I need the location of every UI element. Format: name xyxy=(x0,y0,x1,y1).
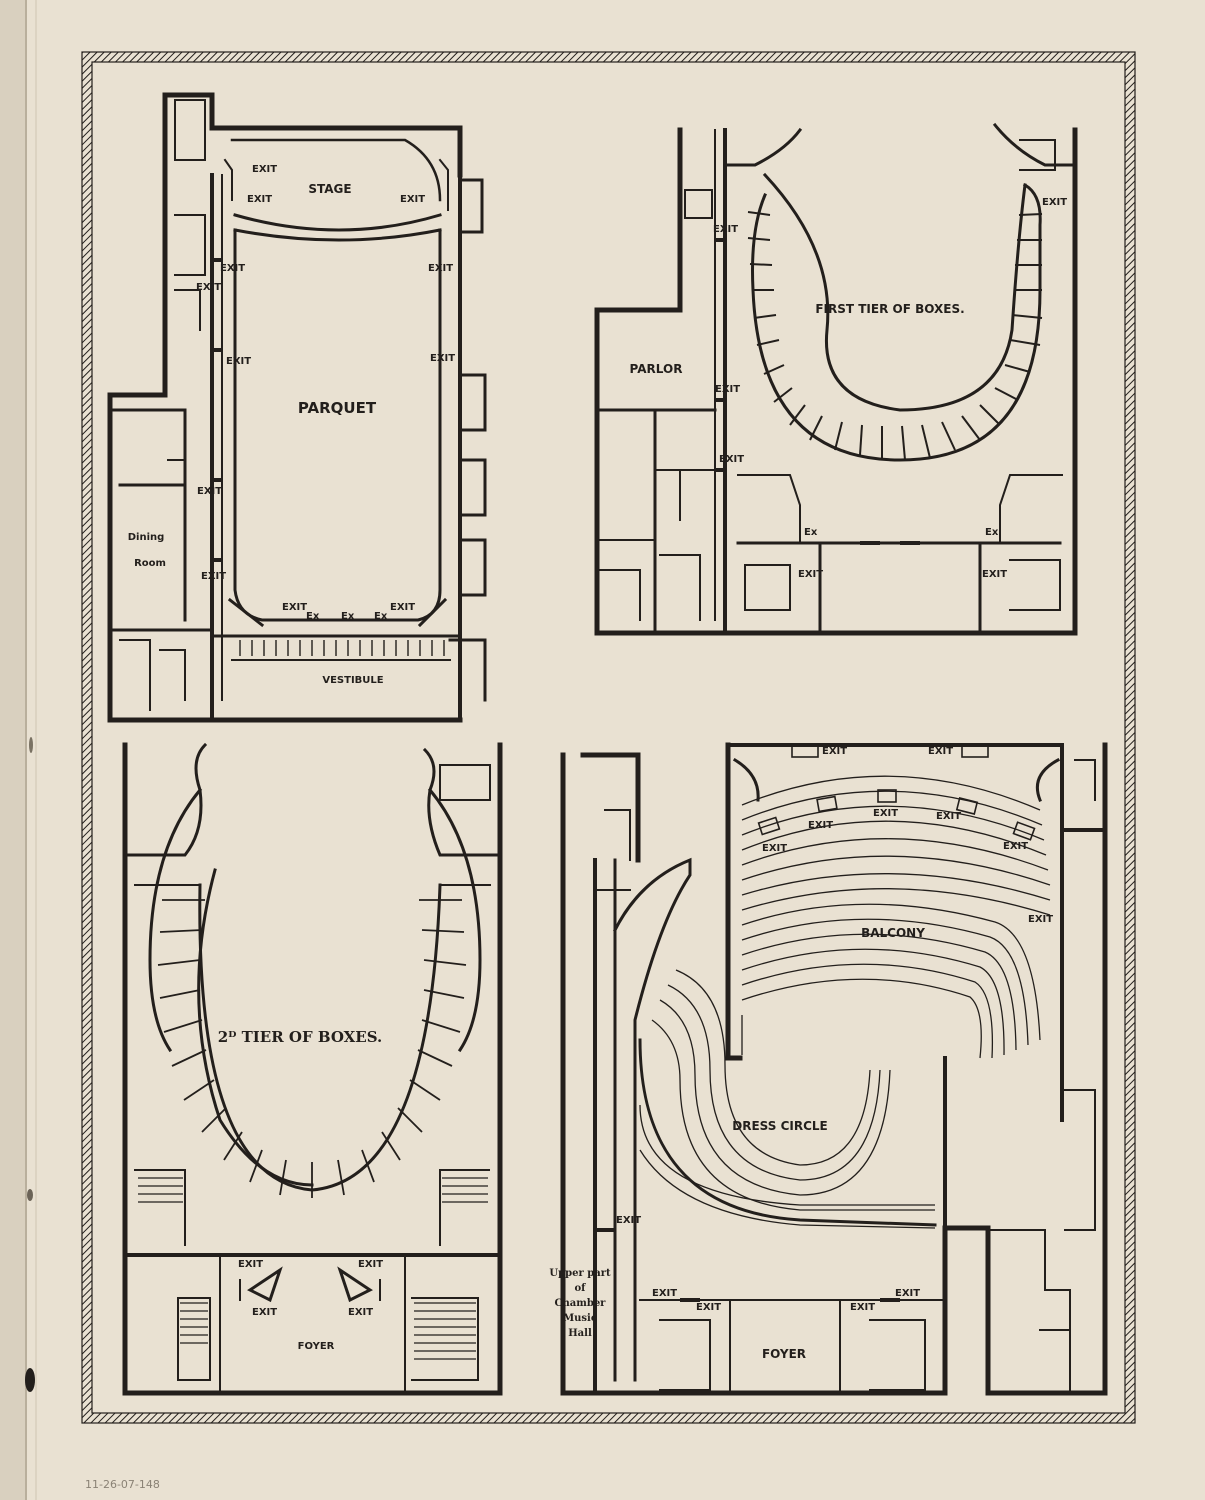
ex-label: Ex xyxy=(985,527,999,538)
ex-label: Ex xyxy=(374,611,388,622)
balcony-plan: BALCONY DRESS CIRCLE FOYER Upper part of… xyxy=(549,742,1108,1396)
exit-label: EXIT xyxy=(696,1302,721,1313)
dress-circle-label: DRESS CIRCLE xyxy=(732,1119,827,1133)
parlor-label: PARLOR xyxy=(630,362,683,376)
exit-label: EXIT xyxy=(1042,197,1067,208)
exit-label: EXIT xyxy=(719,454,744,465)
exit-label: EXIT xyxy=(247,194,272,205)
exit-label: EXIT xyxy=(936,811,961,822)
exit-label: EXIT xyxy=(197,486,222,497)
exit-label: EXIT xyxy=(1028,914,1053,925)
parquet-label: PARQUET xyxy=(298,399,377,417)
vestibule-label: VESTIBULE xyxy=(322,675,383,686)
chamber-label-line: Upper part xyxy=(549,1268,611,1279)
second-tier-title: 2ᴰ TIER OF BOXES. xyxy=(218,1028,382,1046)
exit-label: EXIT xyxy=(226,356,251,367)
exit-label: EXIT xyxy=(428,263,453,274)
first-tier-title: FIRST TIER OF BOXES. xyxy=(815,302,964,316)
decorative-border xyxy=(81,51,1136,1424)
chamber-label-line: Chamber xyxy=(555,1298,607,1309)
exit-label: EXIT xyxy=(616,1215,641,1226)
exit-label: EXIT xyxy=(850,1302,875,1313)
second-tier-plan: 2ᴰ TIER OF BOXES. FOYER EXIT EXIT EXIT E… xyxy=(122,742,503,1396)
archive-annotation: 11-26-07-148 xyxy=(85,1478,160,1491)
exit-label: EXIT xyxy=(652,1288,677,1299)
exit-label: EXIT xyxy=(348,1307,373,1318)
stage-label: STAGE xyxy=(308,182,351,196)
room-label: Room xyxy=(134,558,166,569)
exit-label: EXIT xyxy=(201,571,226,582)
exit-label: EXIT xyxy=(808,820,833,831)
dining-label: Dining xyxy=(128,532,165,543)
ex-label: Ex xyxy=(306,611,320,622)
exit-label: EXIT xyxy=(358,1259,383,1270)
exit-label: EXIT xyxy=(390,602,415,613)
exit-label: EXIT xyxy=(1003,841,1028,852)
foyer-label: FOYER xyxy=(762,1347,806,1361)
binding-hole xyxy=(25,1368,35,1392)
exit-label: EXIT xyxy=(822,746,847,757)
exit-label: EXIT xyxy=(798,569,823,580)
balcony-label: BALCONY xyxy=(861,926,925,940)
exit-label: EXIT xyxy=(430,353,455,364)
chamber-label-line: of xyxy=(575,1283,587,1294)
exit-label: EXIT xyxy=(252,1307,277,1318)
exit-label: EXIT xyxy=(895,1288,920,1299)
ex-label: Ex xyxy=(341,611,355,622)
exit-label: EXIT xyxy=(400,194,425,205)
binding-edge xyxy=(0,0,26,1500)
foyer-label: FOYER xyxy=(298,1341,335,1352)
chamber-label-line: Hall xyxy=(568,1328,592,1339)
chamber-label-line: Music xyxy=(563,1313,597,1324)
exit-label: EXIT xyxy=(252,164,277,175)
exit-label: EXIT xyxy=(715,384,740,395)
exit-label: EXIT xyxy=(238,1259,263,1270)
ex-label: Ex xyxy=(804,527,818,538)
parquet-plan: STAGE PARQUET Dining Room VESTIBULE EXIT… xyxy=(107,92,487,723)
first-tier-plan: FIRST TIER OF BOXES. PARLOR EXIT EXIT EX… xyxy=(594,122,1078,636)
exit-label: EXIT xyxy=(982,569,1007,580)
exit-label: EXIT xyxy=(220,263,245,274)
exit-label: EXIT xyxy=(928,746,953,757)
exit-label: EXIT xyxy=(762,843,787,854)
exit-label: EXIT xyxy=(713,224,738,235)
exit-label: EXIT xyxy=(873,808,898,819)
exit-label: EXIT xyxy=(196,282,221,293)
exit-label: EXIT xyxy=(282,602,307,613)
